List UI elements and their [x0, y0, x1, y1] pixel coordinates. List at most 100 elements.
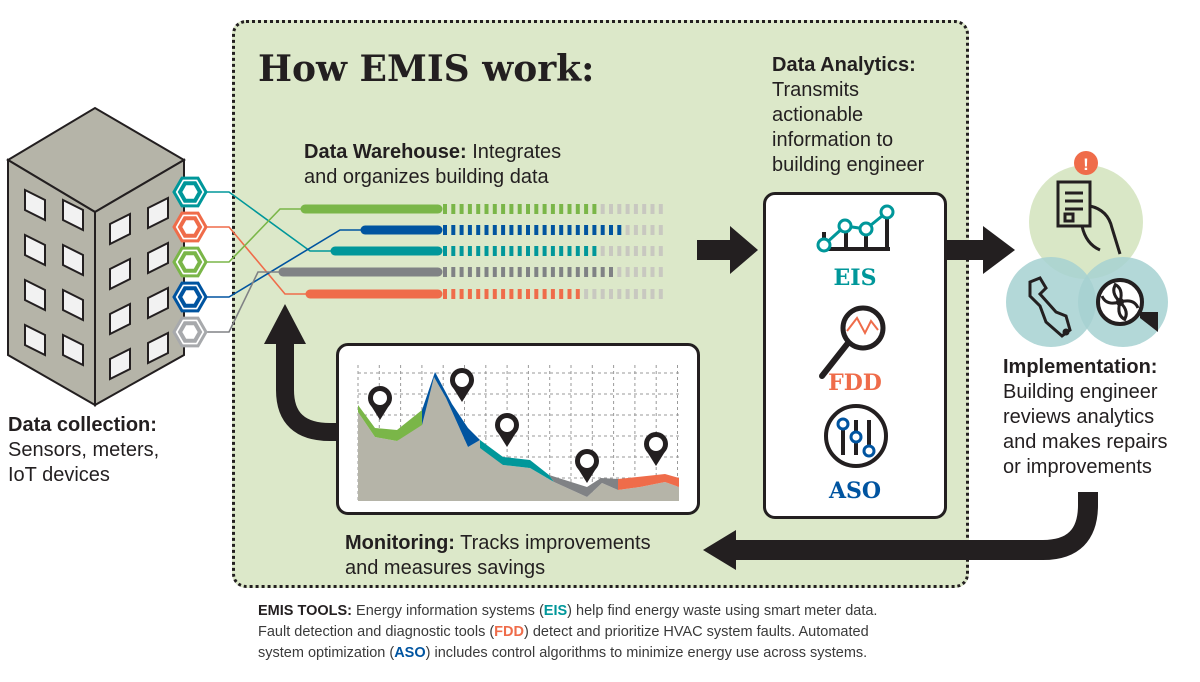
stream-dash — [650, 267, 655, 277]
stream-dash — [658, 225, 663, 235]
stream-dash — [600, 267, 605, 277]
stream-dash — [517, 204, 522, 214]
window — [62, 243, 84, 277]
stream-dash — [443, 246, 447, 256]
note-text: system optimization ( — [258, 645, 395, 661]
stream-dash — [559, 267, 564, 277]
stream-dash — [501, 204, 506, 214]
window — [147, 196, 169, 230]
stream-dash — [451, 246, 456, 256]
checklist-hand-icon — [1056, 180, 1122, 255]
stream-dash — [567, 225, 572, 235]
window — [109, 302, 131, 336]
line-bar-chart-icon — [816, 204, 895, 253]
data-warehouse-body-1: Integrates — [466, 141, 562, 163]
data-collection-line: Sensors, meters, — [8, 439, 160, 461]
stream-dash — [642, 289, 647, 299]
stream-dash — [501, 267, 506, 277]
magnifier-chart-icon — [819, 305, 886, 379]
stream-dash — [476, 289, 481, 299]
implementation-line: or improvements — [1003, 456, 1152, 478]
stream-dash — [575, 225, 580, 235]
data-analytics-line: information to — [772, 129, 894, 151]
window — [147, 331, 169, 365]
stream-dash — [617, 246, 622, 256]
note-text: Fault detection and diagnostic tools ( — [258, 624, 495, 640]
data-collection-heading: Data collection: — [8, 414, 157, 436]
stream-dash — [567, 289, 572, 299]
stream-dash — [542, 246, 547, 256]
stream-dash — [459, 246, 464, 256]
note-text: Energy information systems ( — [352, 603, 544, 619]
stream-dash — [509, 289, 514, 299]
arrow-to-warehouse — [276, 340, 338, 441]
window — [62, 333, 84, 367]
stream-dash — [625, 246, 630, 256]
stream-dash — [625, 225, 630, 235]
map-pin-icon — [450, 368, 474, 402]
stream-dash — [476, 246, 481, 256]
sliders-icon — [824, 404, 888, 468]
stream-dash — [550, 289, 555, 299]
stream-dash — [534, 267, 539, 277]
stream-dash — [559, 246, 564, 256]
monitoring-label: Monitoring: Tracks improvements and meas… — [345, 531, 705, 581]
stream-dash — [592, 225, 597, 235]
stream-dash — [592, 246, 597, 256]
stream-dash — [633, 289, 638, 299]
stream-dash — [443, 225, 447, 235]
sensor-core — [177, 286, 203, 308]
note-fdd-term: FDD — [494, 624, 524, 640]
stream-dash — [592, 204, 597, 214]
svg-text:!: ! — [1083, 155, 1089, 174]
fan-icon — [1096, 278, 1158, 332]
monitoring-heading: Monitoring: — [345, 532, 455, 554]
stream-dash — [617, 267, 622, 277]
stream-dash — [526, 289, 530, 299]
stream-dash — [484, 246, 489, 256]
stream-dash — [584, 204, 589, 214]
connector-line — [206, 226, 310, 295]
stream-dash — [542, 289, 547, 299]
stream-dash — [509, 267, 514, 277]
stream-dash — [542, 204, 547, 214]
stream-dash — [476, 267, 481, 277]
stream-dash — [658, 289, 663, 299]
map-pin-icon — [575, 449, 599, 483]
building-icon — [6, 106, 186, 407]
data-streams — [278, 204, 663, 299]
stream-dash — [609, 204, 613, 214]
stream-dash — [584, 267, 589, 277]
stream-dash — [600, 204, 605, 214]
arrow-to-monitoring — [736, 492, 1098, 560]
stream-dash — [467, 289, 472, 299]
sensor-core — [177, 251, 203, 273]
stream-dash — [451, 225, 456, 235]
data-analytics-line: Transmits — [772, 79, 860, 101]
window — [147, 286, 169, 320]
stream-dash — [567, 204, 572, 214]
stream-dash — [451, 289, 456, 299]
note-text: ) detect and prioritize HVAC system faul… — [523, 624, 869, 640]
stream-dash — [658, 204, 663, 214]
stream-dash — [476, 204, 481, 214]
stream-dash — [526, 225, 530, 235]
stream-dash — [633, 204, 638, 214]
tool-label-fdd: FDD — [828, 370, 882, 396]
stream-dash — [492, 225, 497, 235]
stream-dash — [534, 289, 539, 299]
stream-dash — [600, 289, 605, 299]
data-analytics-line: building engineer — [772, 154, 925, 176]
monitoring-body-1: Tracks improvements — [454, 532, 651, 554]
stream-dash — [609, 267, 613, 277]
stream-dash — [484, 204, 489, 214]
stream-dash — [650, 246, 655, 256]
stream-dash — [484, 267, 489, 277]
stream-dash — [550, 225, 555, 235]
stream-dash — [584, 246, 589, 256]
data-warehouse-heading: Data Warehouse: — [304, 141, 467, 163]
stream-dash — [542, 225, 547, 235]
window — [24, 323, 46, 357]
stream-dash — [559, 204, 564, 214]
